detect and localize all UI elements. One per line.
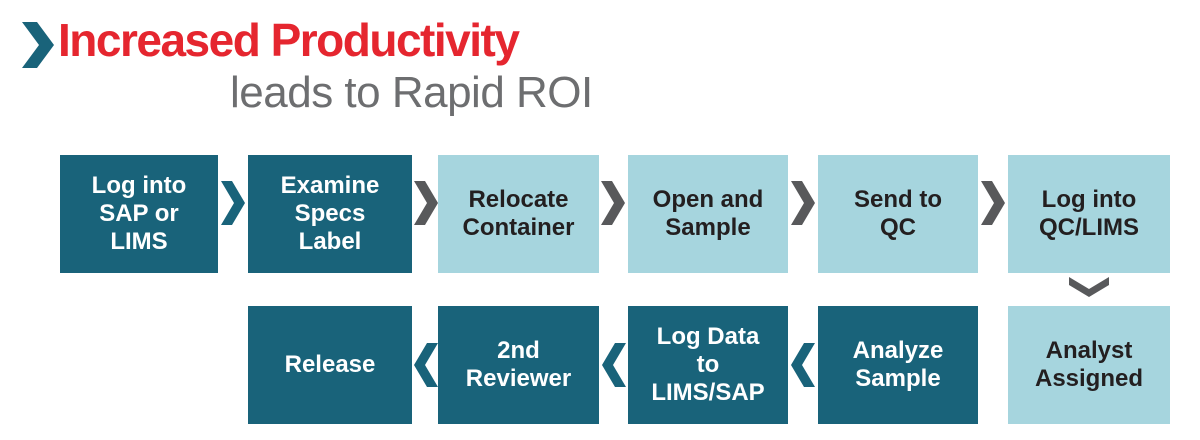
page-title: Increased Productivity bbox=[58, 14, 520, 66]
flow-step-relocate-container: Relocate Container bbox=[438, 155, 599, 273]
flow-step-send-to-qc: Send to QC bbox=[818, 155, 978, 273]
flow-step-log-into-sap-or-lims: Log into SAP or LIMS bbox=[60, 155, 218, 273]
flow-step-release: Release bbox=[248, 306, 412, 424]
arrow-right-icon bbox=[791, 181, 815, 225]
arrow-right-icon bbox=[414, 181, 438, 225]
flow-step-analyze-sample: Analyze Sample bbox=[818, 306, 978, 424]
arrow-left-icon bbox=[791, 343, 815, 387]
arrow-left-icon bbox=[602, 343, 626, 387]
flow-step-log-data-to-lims-sap: Log Data to LIMS/SAP bbox=[628, 306, 788, 424]
page-subtitle: leads to Rapid ROI bbox=[230, 68, 593, 117]
flow-step-analyst-assigned: Analyst Assigned bbox=[1008, 306, 1170, 424]
arrow-right-icon bbox=[221, 181, 245, 225]
arrow-right-icon bbox=[981, 181, 1005, 225]
arrow-down-icon bbox=[1069, 277, 1109, 297]
arrow-left-icon bbox=[414, 343, 438, 387]
flow-step-2nd-reviewer: 2nd Reviewer bbox=[438, 306, 599, 424]
arrow-right-icon bbox=[601, 181, 625, 225]
flow-step-examine-specs-label: Examine Specs Label bbox=[248, 155, 412, 273]
flow-step-log-into-qc-lims: Log into QC/LIMS bbox=[1008, 155, 1170, 273]
chevron-right-icon bbox=[22, 22, 54, 68]
flow-step-open-and-sample: Open and Sample bbox=[628, 155, 788, 273]
